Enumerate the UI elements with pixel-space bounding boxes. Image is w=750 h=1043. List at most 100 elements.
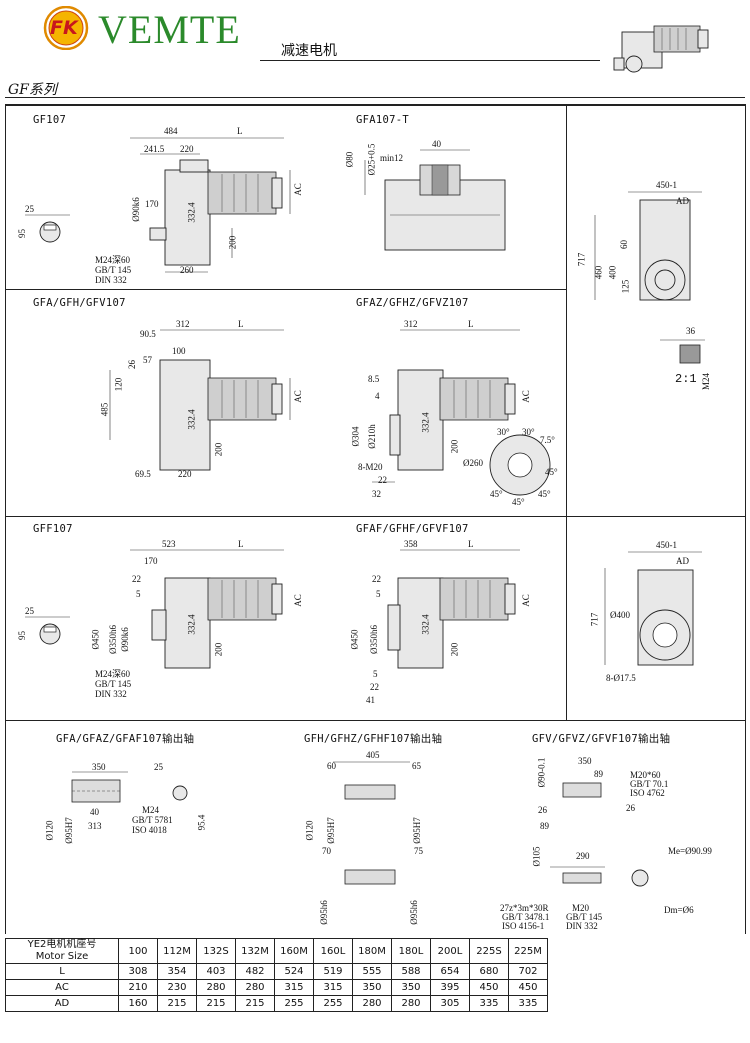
- note: M20: [572, 903, 590, 913]
- dim: 26: [626, 803, 635, 813]
- dim: 95: [17, 631, 27, 640]
- dim: Ø120: [44, 820, 55, 841]
- dim: 200: [449, 439, 460, 454]
- table-cell: 280: [235, 979, 275, 996]
- dim: L: [468, 539, 474, 549]
- table-cell: 255: [274, 995, 314, 1012]
- table-cell: 215: [196, 995, 236, 1012]
- size-cell: 132M: [235, 938, 275, 964]
- dim: 26: [538, 805, 547, 815]
- table-cell: 588: [391, 963, 431, 980]
- dim: 60: [327, 761, 336, 771]
- dim: 22: [378, 475, 387, 485]
- table-cell: 524: [274, 963, 314, 980]
- dim: 485: [99, 402, 110, 417]
- size-cell: 225S: [469, 938, 509, 964]
- dim: Ø90-0.1: [536, 757, 547, 788]
- size-cell: 180M: [352, 938, 392, 964]
- dim: 32: [372, 489, 381, 499]
- table-cell: 280: [391, 995, 431, 1012]
- table-cell: 680: [469, 963, 509, 980]
- dim: 30°: [522, 427, 535, 437]
- dim: 8-M20: [358, 462, 383, 472]
- table-cell: 555: [352, 963, 392, 980]
- dim: 400: [607, 265, 618, 280]
- dim: Ø95H7: [63, 817, 74, 844]
- note: GB/T 145: [95, 265, 132, 275]
- drawing-gfaz: [372, 329, 551, 496]
- row-label: AC: [5, 979, 119, 996]
- dim: 332.4: [186, 202, 197, 223]
- note: M24深60: [95, 669, 131, 679]
- table-cell: 450: [469, 979, 509, 996]
- dim: 36: [686, 326, 695, 336]
- table-cell: 702: [508, 963, 548, 980]
- note: Dm=Ø6: [664, 905, 694, 915]
- dim: 332.4: [420, 412, 431, 433]
- dim: 170: [144, 556, 158, 566]
- table-cell: 395: [430, 979, 470, 996]
- table-cell: 335: [469, 995, 509, 1012]
- drawing-shaft-v: [550, 782, 649, 887]
- dim: 358: [404, 539, 418, 549]
- dim: 7.5°: [540, 435, 555, 445]
- dim: Ø95h6: [408, 900, 419, 925]
- dim: Ø25+0.5: [366, 143, 377, 176]
- dim: Ø105: [531, 846, 542, 867]
- panel-title-gfaf: GFAF/GFHF/GFVF107: [356, 523, 469, 535]
- dim: 332.4: [420, 614, 431, 635]
- dim: Ø90k6: [130, 197, 141, 222]
- dim: 290: [576, 851, 590, 861]
- drawing-gff: [25, 549, 284, 669]
- panel-title-shaft-h: GFH/GFHZ/GFHF107输出轴: [304, 733, 443, 745]
- dim: L: [237, 126, 243, 136]
- note: ISO 4018: [132, 825, 167, 835]
- table-cell: 350: [391, 979, 431, 996]
- dim: 241.5: [144, 144, 165, 154]
- size-cell: 132S: [196, 938, 236, 964]
- note: DIN 332: [566, 921, 598, 931]
- note: 27z*3m*30R: [500, 903, 549, 913]
- size-cell: 225M: [508, 938, 548, 964]
- dim: Ø260: [463, 458, 483, 468]
- dim: 22: [372, 574, 381, 584]
- dim: Ø95H7: [325, 817, 336, 844]
- dim: AC: [292, 594, 303, 607]
- dim: min12: [380, 153, 404, 163]
- panel-title-gfa107t: GFA107-T: [356, 114, 409, 126]
- dim: Ø350h6: [108, 625, 118, 654]
- dim: 40: [90, 807, 99, 817]
- row-label: AD: [5, 995, 119, 1012]
- note: Me=Ø90.99: [668, 846, 712, 856]
- table-cell: 280: [352, 995, 392, 1012]
- size-cell: 200L: [430, 938, 470, 964]
- dim: L: [468, 319, 474, 329]
- drawing-gfa107t: [364, 149, 506, 251]
- header-motor-thumbnail: [613, 25, 709, 73]
- dim: 125: [620, 279, 631, 294]
- dim: AC: [292, 183, 303, 196]
- panel-title-shaft-a: GFA/GFAZ/GFAF107输出轴: [56, 733, 195, 745]
- table-cell: 350: [352, 979, 392, 996]
- logo-text: FK: [50, 17, 78, 39]
- table-cell: 519: [313, 963, 353, 980]
- table-cell: 215: [235, 995, 275, 1012]
- dim: 8.5: [368, 374, 380, 384]
- header-cn: YE2电机机座号: [27, 939, 97, 950]
- dim: 95.4: [196, 814, 207, 831]
- dim: Ø95H7: [411, 817, 422, 844]
- note: GB/T 5781: [132, 815, 173, 825]
- dim: Ø400: [610, 610, 630, 620]
- dim: 220: [180, 144, 194, 154]
- dim: Ø95h6: [318, 900, 329, 925]
- dim: 350: [578, 756, 592, 766]
- row-label: L: [5, 963, 119, 980]
- dim: AD: [676, 196, 689, 206]
- dim: 70: [322, 846, 331, 856]
- dim: 65: [412, 761, 421, 771]
- dim: Ø450: [349, 629, 360, 650]
- table-cell: 354: [157, 963, 197, 980]
- dim: Ø90k6: [119, 627, 130, 652]
- dim: 200: [213, 642, 224, 657]
